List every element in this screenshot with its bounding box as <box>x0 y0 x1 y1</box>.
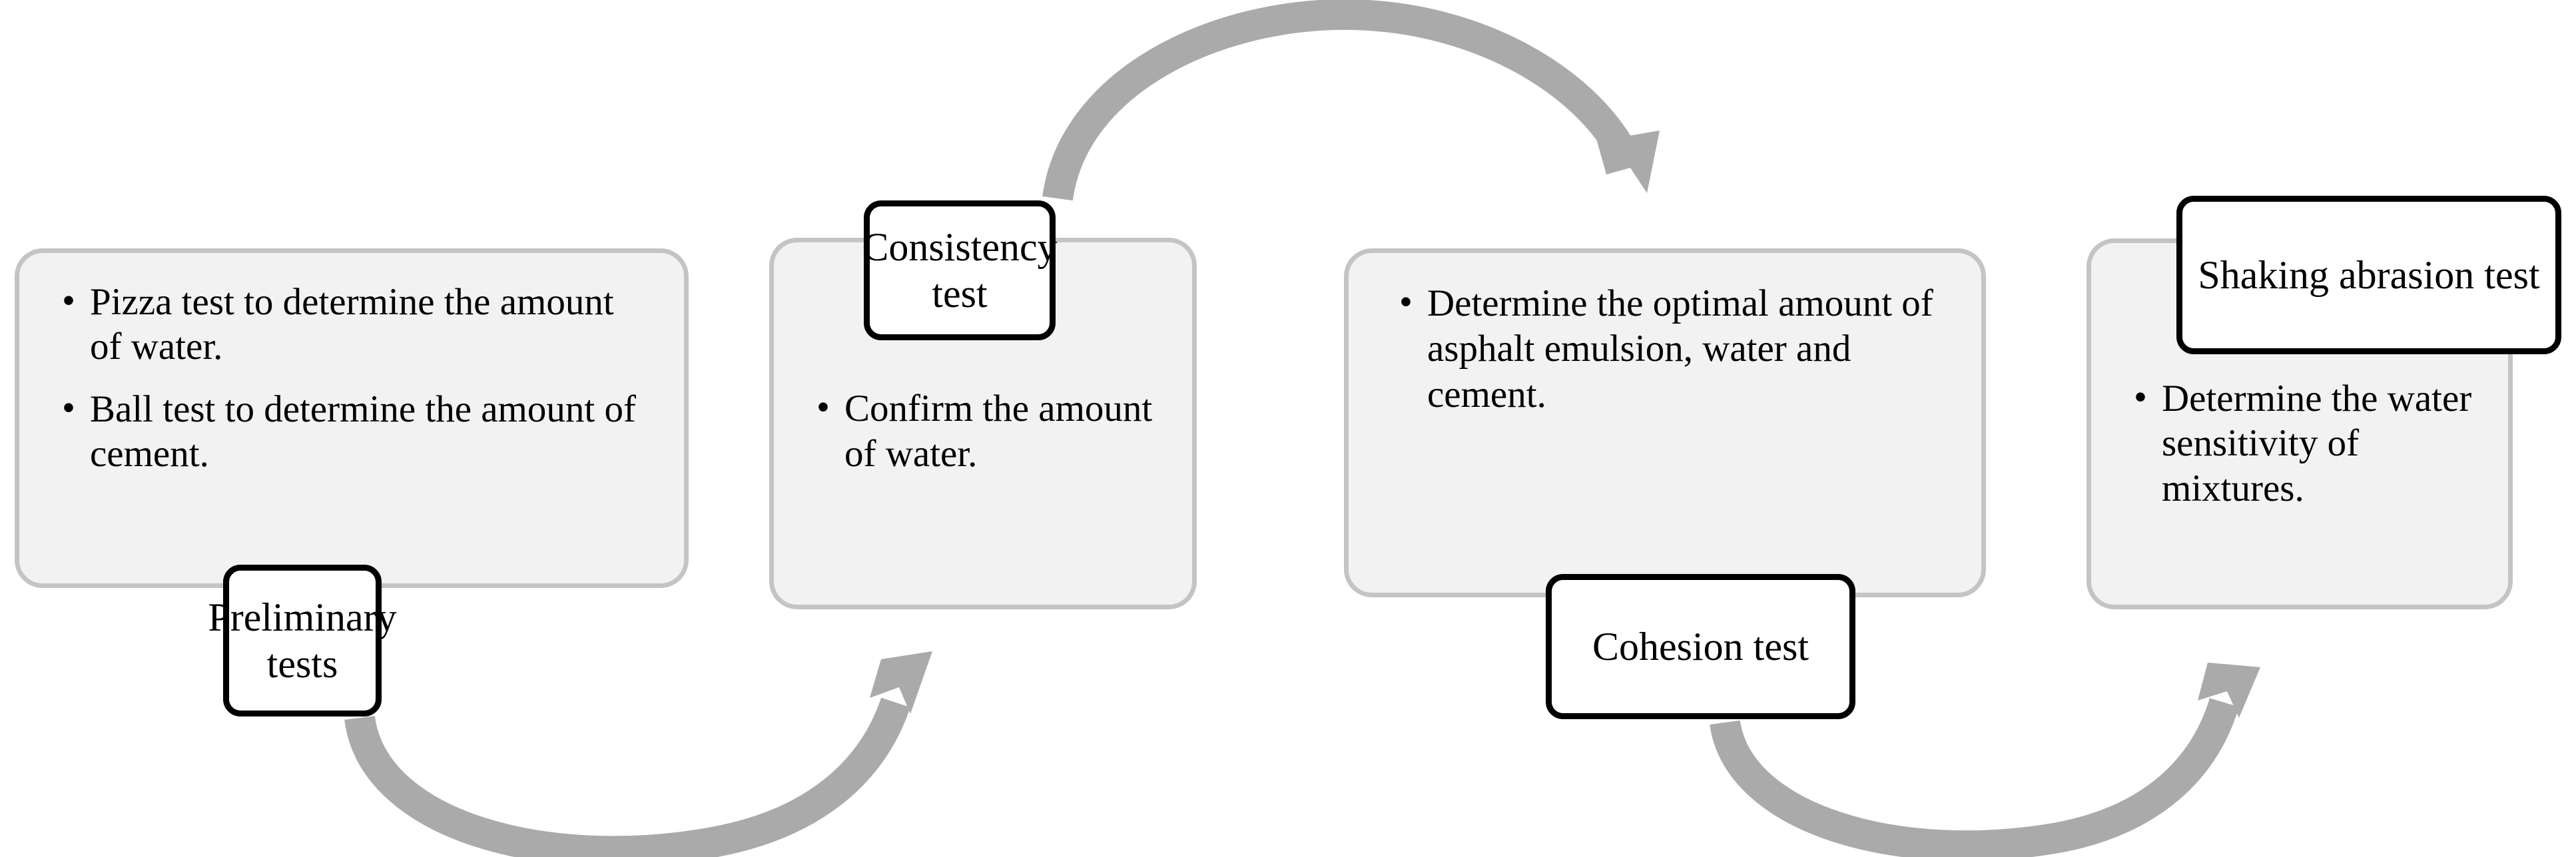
bullet-list-preliminary: Pizza test to determine the amount of wa… <box>62 278 655 477</box>
arrow-consistency-to-cohesion-icon <box>1042 0 1660 201</box>
list-item: Determine the optimal amount of asphalt … <box>1399 280 1941 418</box>
step-label-consistency-test[interactable]: Consistency test <box>862 200 1058 340</box>
panel-cohesion-test: Determine the optimal amount of asphalt … <box>1344 248 1986 597</box>
step-label-shaking-abrasion-test[interactable]: Shaking abrasion test <box>2176 196 2561 354</box>
list-item: Determine the water sensitivity of mixtu… <box>2134 375 2481 511</box>
panel-preliminary-body: Pizza test to determine the amount of wa… <box>19 253 684 476</box>
bullet-list-shaking: Determine the water sensitivity of mixtu… <box>2134 375 2481 511</box>
panel-consistency-body: Confirm the amount of water. <box>774 242 1192 477</box>
list-item: Ball test to determine the amount of cem… <box>62 386 655 477</box>
list-item: Confirm the amount of water. <box>816 385 1165 477</box>
panel-cohesion-body: Determine the optimal amount of asphalt … <box>1349 253 1981 418</box>
list-item: Pizza test to determine the amount of wa… <box>62 278 655 370</box>
arrow-preliminary-to-consistency-icon <box>344 651 932 857</box>
step-label-cohesion-test[interactable]: Cohesion test <box>1546 574 1855 719</box>
bullet-list-cohesion: Determine the optimal amount of asphalt … <box>1399 280 1941 418</box>
panel-preliminary-tests: Pizza test to determine the amount of wa… <box>15 248 689 588</box>
bullet-list-consistency: Confirm the amount of water. <box>816 385 1165 477</box>
step-label-preliminary-tests[interactable]: Preliminary tests <box>208 565 397 716</box>
panel-shaking-body: Determine the water sensitivity of mixtu… <box>2091 243 2508 511</box>
